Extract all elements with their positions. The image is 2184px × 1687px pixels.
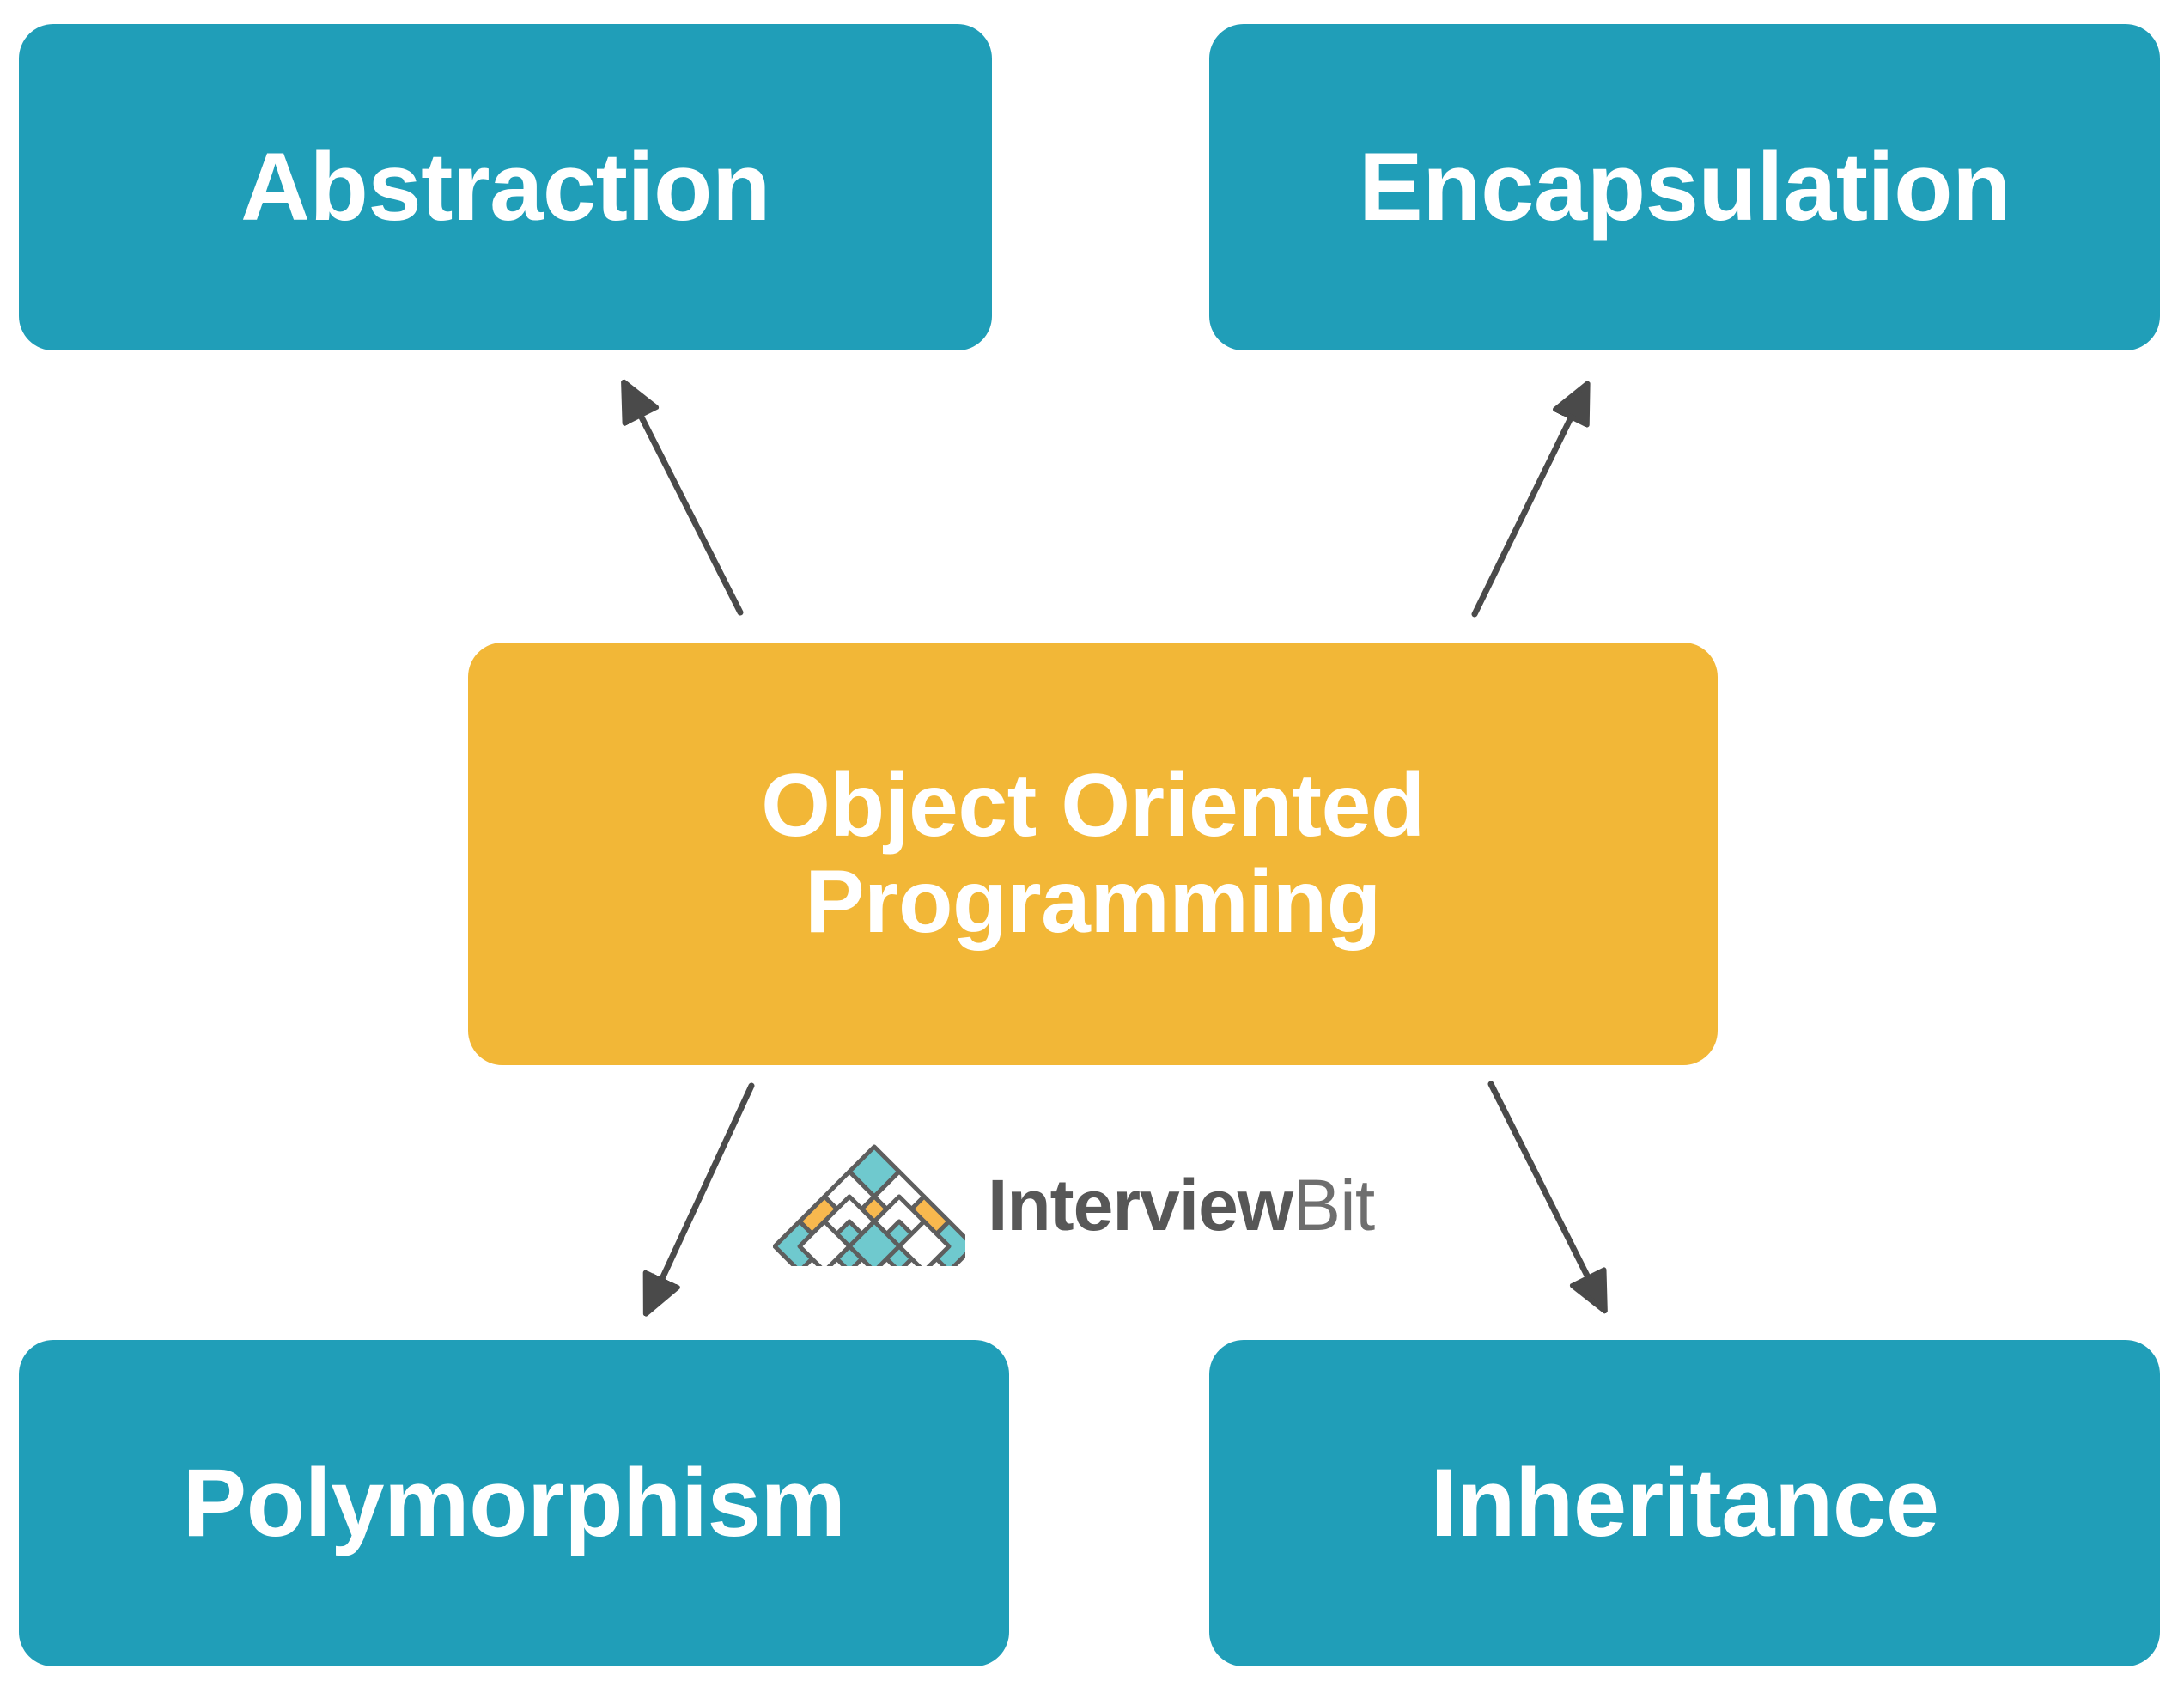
node-inheritance-label: Inheritance	[1430, 1448, 1939, 1556]
node-inheritance[interactable]: Inheritance	[1209, 1340, 2160, 1666]
node-abstraction-label: Abstraction	[240, 132, 770, 241]
interviewbit-wordmark: InterviewBit	[988, 1169, 1375, 1241]
node-object-oriented-programming[interactable]: Object Oriented Programming	[468, 643, 1718, 1065]
edge-oop-to-inheritance	[1487, 1081, 1596, 1293]
logo-word-interview: Interview	[988, 1165, 1293, 1245]
node-oop-label: Object Oriented Programming	[761, 755, 1425, 952]
node-polymorphism[interactable]: Polymorphism	[19, 1340, 1009, 1666]
edge-oop-to-encapsulation	[1471, 402, 1579, 618]
node-encapsulation[interactable]: Encapsulation	[1209, 24, 2160, 350]
logo-word-bit: Bit	[1293, 1165, 1375, 1245]
edge-oop-to-polymorphism	[654, 1082, 755, 1295]
node-abstraction[interactable]: Abstraction	[19, 24, 992, 350]
interviewbit-logo: InterviewBit	[773, 1141, 1460, 1270]
interviewbit-pyramid-icon	[773, 1144, 965, 1266]
node-encapsulation-label: Encapsulation	[1359, 132, 2011, 241]
node-polymorphism-label: Polymorphism	[182, 1448, 846, 1556]
edge-oop-to-abstraction	[633, 400, 744, 616]
